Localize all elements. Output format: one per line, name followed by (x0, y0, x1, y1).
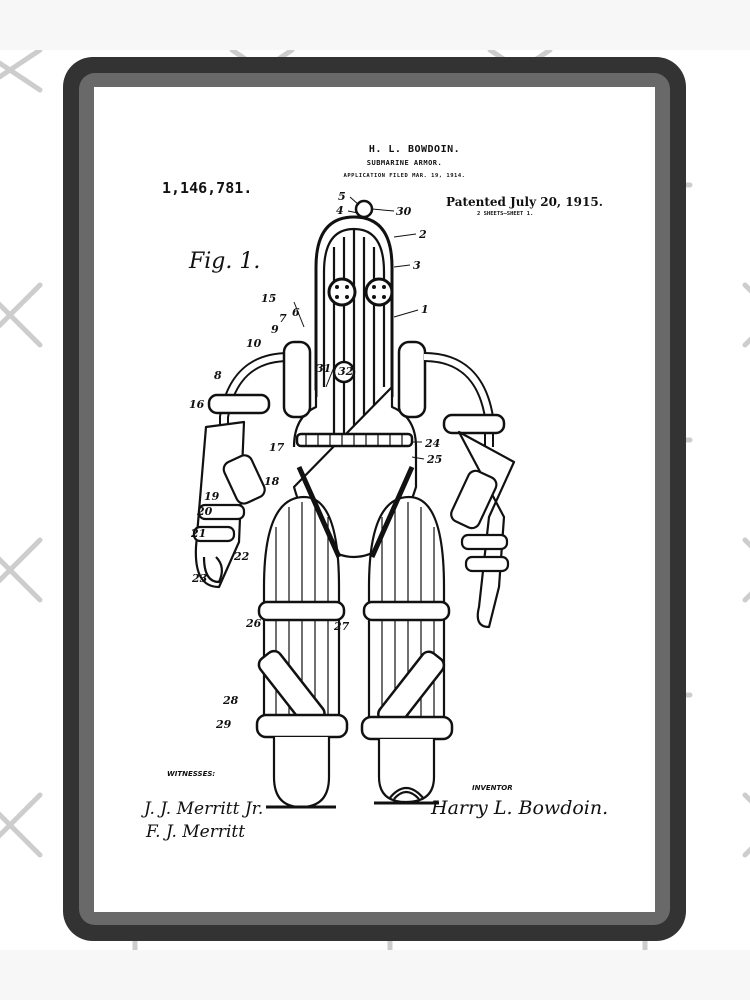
inventor-signature: Harry L. Bowdoin. (431, 797, 609, 819)
diving-suit-illustration: 5 4 30 2 3 1 15 6 7 9 10 8 16 17 18 19 2… (189, 190, 516, 809)
svg-text:15: 15 (261, 292, 276, 305)
sheet-count: 2 SHEETS—SHEET 1. (477, 211, 534, 217)
svg-text:22: 22 (233, 550, 250, 563)
application-filed-date: APPLICATION FILED MAR. 19, 1914. (343, 173, 466, 179)
svg-text:25: 25 (426, 453, 442, 466)
art-print: 5 4 30 2 3 1 15 6 7 9 10 8 16 17 18 19 2… (94, 87, 655, 912)
svg-text:4: 4 (336, 204, 344, 217)
svg-text:8: 8 (214, 369, 222, 382)
svg-text:26: 26 (245, 617, 262, 630)
svg-text:18: 18 (264, 475, 280, 488)
svg-text:3: 3 (413, 259, 421, 272)
svg-text:9: 9 (271, 323, 279, 336)
svg-text:21: 21 (190, 527, 206, 540)
picture-frame: 5 4 30 2 3 1 15 6 7 9 10 8 16 17 18 19 2… (63, 57, 686, 941)
svg-text:28: 28 (222, 694, 239, 707)
figure-label: Fig. 1. (189, 249, 261, 274)
svg-text:29: 29 (215, 718, 232, 731)
svg-text:20: 20 (196, 505, 213, 518)
witness-signature-2: F. J. Merritt (146, 822, 246, 842)
svg-text:32: 32 (338, 365, 354, 378)
bottom-background-band (0, 950, 750, 1000)
svg-text:2: 2 (418, 228, 427, 241)
svg-text:16: 16 (189, 398, 205, 411)
svg-text:10: 10 (246, 337, 262, 350)
patented-date: Patented July 20, 1915. (446, 195, 603, 209)
top-background-band (0, 0, 750, 50)
svg-text:23: 23 (191, 572, 208, 585)
svg-text:7: 7 (279, 312, 287, 325)
svg-text:19: 19 (204, 490, 220, 503)
svg-text:6: 6 (292, 306, 300, 319)
svg-text:5: 5 (338, 190, 346, 203)
patent-number: 1,146,781. (162, 179, 253, 197)
svg-text:31: 31 (316, 362, 331, 375)
svg-text:30: 30 (396, 205, 412, 218)
patent-title: SUBMARINE ARMOR. (366, 159, 443, 167)
svg-text:27: 27 (333, 620, 350, 633)
svg-text:1: 1 (421, 303, 429, 316)
inventor-label: INVENTOR (472, 784, 513, 792)
svg-text:24: 24 (424, 437, 440, 450)
patent-inventor-header: H. L. BOWDOIN. (368, 144, 461, 155)
witnesses-label: WITNESSES: (167, 770, 216, 778)
svg-text:17: 17 (269, 441, 285, 454)
witness-signature-1: J. J. Merritt Jr. (144, 799, 264, 819)
